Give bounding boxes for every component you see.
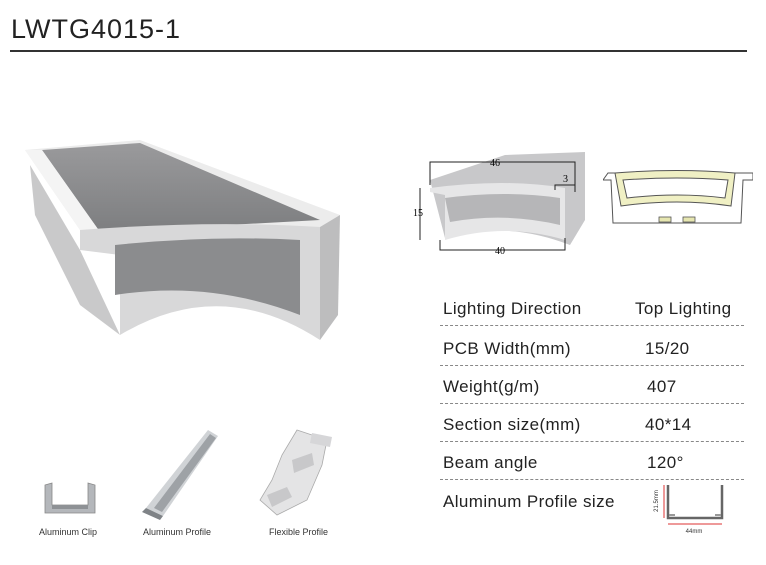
aluminum-profile-size-diagram: 21.5mm 44mm [654,485,724,535]
spec-value: 40*14 [645,415,692,434]
spec-label: Aluminum Profile size [443,492,615,511]
spec-label: Beam angle [443,453,538,472]
spec-value: 120° [647,453,684,472]
aluminum-clip-image [44,482,96,514]
dim-height: 15 [413,208,423,219]
aluminum-profile-image [142,430,218,520]
spec-row-lighting-direction: Lighting Direction Top Lighting [440,287,744,326]
accessory-label-aluminum-clip: Aluminum Clip [39,527,98,537]
dim-top-width: 46 [490,158,500,169]
accessory-label-aluminum-profile: Aluminum Profile [143,527,212,537]
spec-row-pcb-width: PCB Width(mm) 15/20 [440,327,744,366]
spec-label: PCB Width(mm) [443,339,571,358]
spec-value: 407 [647,377,677,396]
spec-label: Weight(g/m) [443,377,540,396]
spec-value: Top Lighting [635,299,732,318]
cross-section-diagram [603,170,753,224]
spec-row-beam-angle: Beam angle 120° [440,441,744,480]
product-render-image [25,140,340,340]
dim-bottom-width: 40 [495,246,505,257]
spec-row-aluminum-profile-size: Aluminum Profile size [440,480,744,520]
spec-label: Section size(mm) [443,415,581,434]
title-divider [10,50,747,52]
dim-lip: 3 [563,174,568,185]
spec-value: 15/20 [645,339,690,358]
spec-row-section-size: Section size(mm) 40*14 [440,403,744,442]
dimension-diagram: 46 3 15 40 [413,152,585,257]
flexible-profile-image [259,429,332,516]
spec-row-weight: Weight(g/m) 407 [440,365,744,404]
aluminum-height-label: 21.5mm [654,490,660,512]
product-title: LWTG4015-1 [11,14,182,44]
aluminum-width-label: 44mm [686,529,703,535]
accessory-label-flexible-profile: Flexible Profile [269,527,329,537]
spec-label: Lighting Direction [443,299,582,318]
